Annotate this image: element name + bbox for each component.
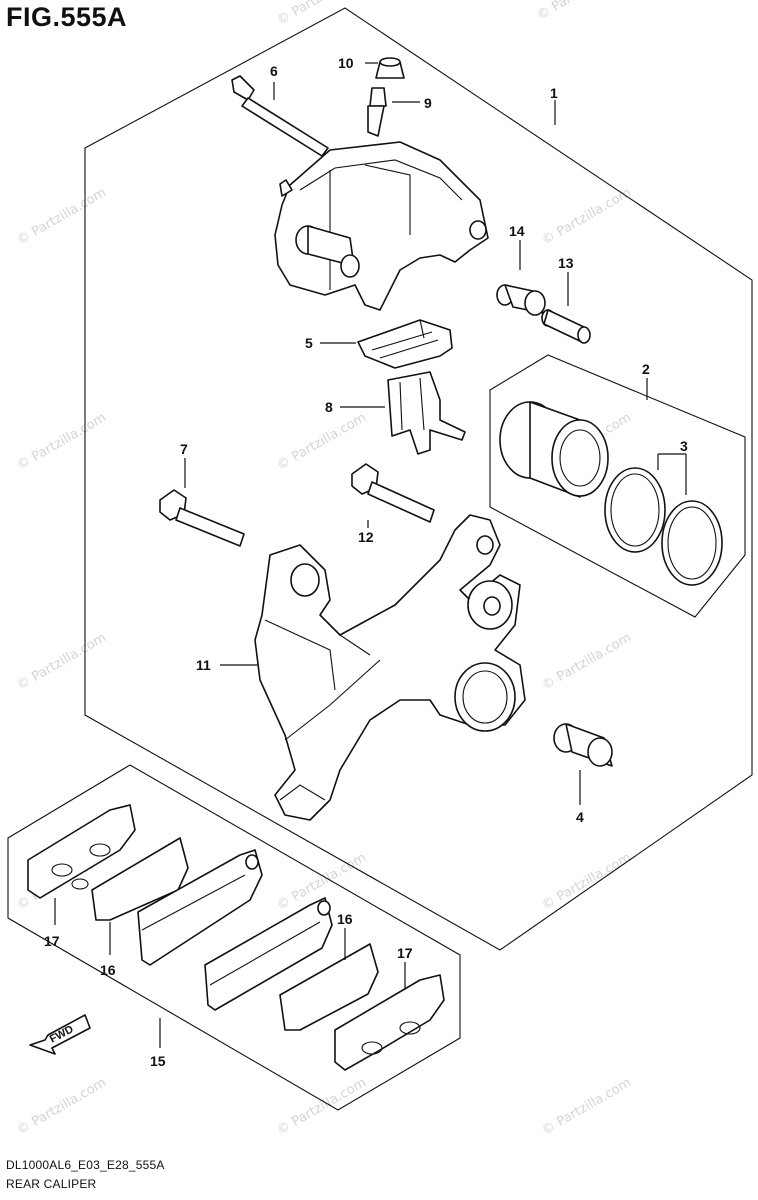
- watermark: © Partzilla.com: [540, 630, 634, 693]
- brake-pad-outer: [137, 849, 263, 966]
- caliper-assembly-frame: [84, 7, 753, 951]
- watermark: © Partzilla.com: [540, 185, 634, 248]
- callout-17-right: 17: [397, 945, 413, 961]
- bracket-bolt: [351, 463, 435, 523]
- callout-5: 5: [305, 335, 313, 351]
- caliper-bracket: [254, 514, 526, 821]
- callout-13: 13: [558, 255, 574, 271]
- bleeder-valve: [367, 87, 387, 137]
- callout-15: 15: [150, 1053, 166, 1069]
- caliper-bolt: [159, 489, 245, 547]
- watermark: © Partzilla.com: [15, 410, 109, 473]
- slide-pin: [541, 309, 591, 344]
- caliper-piston: [499, 401, 609, 498]
- slide-pin-boot: [496, 284, 546, 316]
- watermark: © Partzilla.com: [275, 1075, 369, 1138]
- piston-seal: [604, 467, 723, 586]
- figure-code: DL1000AL6_E03_E28_555A: [6, 1158, 165, 1172]
- callout-3: 3: [680, 438, 688, 454]
- watermark: © Partzilla.com: [540, 1075, 634, 1138]
- pad-spring: [357, 319, 453, 369]
- forward-direction-arrow: FWD: [29, 1014, 91, 1055]
- callout-6: 6: [270, 63, 278, 79]
- pad-shim-outer: [27, 804, 136, 899]
- watermark: © Partzilla.com: [275, 410, 369, 473]
- callout-12: 12: [358, 529, 374, 545]
- callout-9: 9: [424, 95, 432, 111]
- piston-group-frame: [489, 354, 746, 618]
- callout-8: 8: [325, 399, 333, 415]
- caliper-body: [274, 141, 489, 311]
- pad-shim-inner-b: [279, 943, 379, 1031]
- slide-pin-bolt: [231, 75, 329, 157]
- callout-17-left: 17: [44, 933, 60, 949]
- pad-set-frame: [7, 764, 461, 1111]
- watermark: © Partzilla.com: [15, 185, 109, 248]
- watermark: © Partzilla.com: [15, 1075, 109, 1138]
- bleeder-cap: [375, 57, 405, 79]
- pad-shim-outer-b: [334, 974, 445, 1071]
- callout-4: 4: [576, 809, 584, 825]
- callout-2: 2: [642, 361, 650, 377]
- figure-caption: REAR CALIPER: [6, 1177, 97, 1191]
- callout-labels: 1 6 10 9 14 13 5 8 2 3 7 12 11 4 17 16 1…: [44, 55, 688, 1069]
- callout-1: 1: [550, 85, 558, 101]
- callout-11: 11: [196, 657, 211, 673]
- watermark: © Partzilla.com: [15, 630, 109, 693]
- callout-10: 10: [338, 55, 354, 71]
- brake-pad-inner: [204, 897, 333, 1011]
- figure-title: FIG.555A: [6, 2, 128, 32]
- callout-14: 14: [509, 223, 525, 239]
- callout-16-right: 16: [337, 911, 353, 927]
- callout-7: 7: [180, 441, 188, 457]
- watermark: © Partzilla.com: [535, 0, 629, 23]
- watermark: © Partzilla.com: [540, 850, 634, 913]
- pad-clip: [387, 371, 466, 455]
- bracket-boot: [553, 723, 613, 767]
- callout-16-left: 16: [100, 962, 116, 978]
- leader-lines: [54, 62, 687, 1048]
